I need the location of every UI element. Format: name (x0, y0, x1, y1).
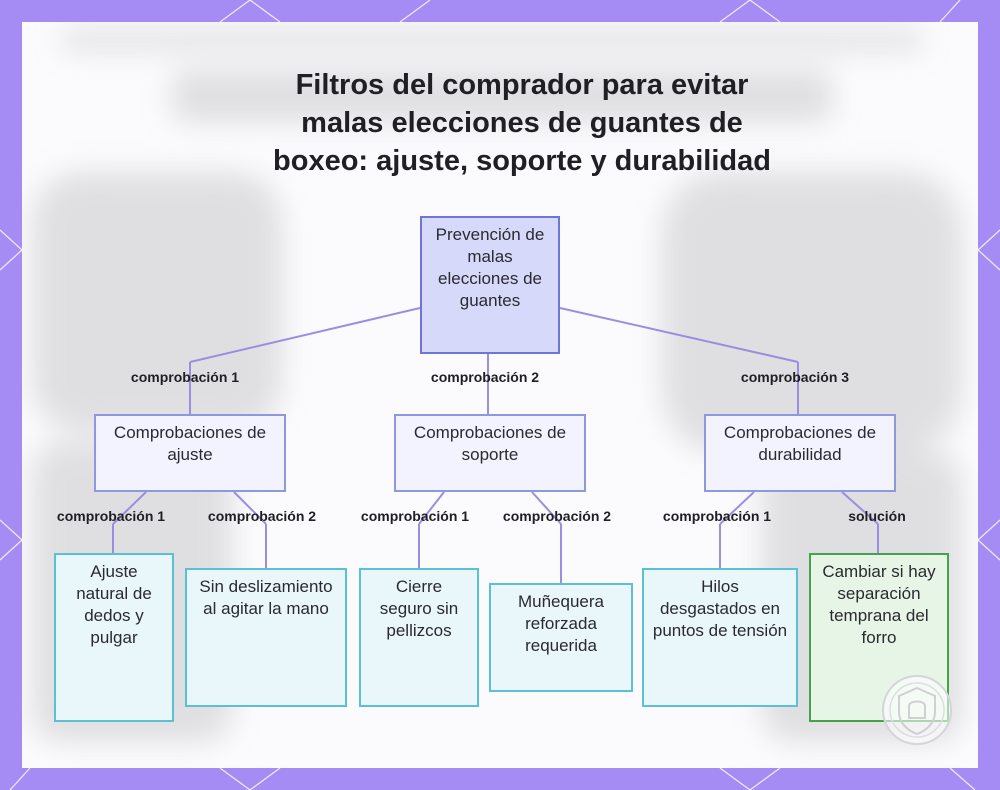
edge-label-fit-2: comprobación 2 (199, 507, 325, 525)
leaf-no-slip: Sin deslizamiento al agitar la mano (185, 568, 347, 707)
diagram-card: Filtros del comprador para evitar malas … (22, 22, 978, 768)
leaf-secure-closure-label: Cierre seguro sin pellizcos (369, 576, 469, 642)
edge-label-durability-2: solución (837, 507, 917, 525)
leaf-reinforced-wrist: Muñequera reforzada requerida (489, 583, 633, 692)
node-durability-checks: Comprobaciones de durabilidad (704, 414, 896, 492)
leaf-worn-threads: Hilos desgastados en puntos de tensión (642, 568, 798, 707)
leaf-worn-threads-label: Hilos desgastados en puntos de tensión (652, 576, 788, 642)
leaf-finger-thumb-fit: Ajuste natural de dedos y pulgar (54, 553, 174, 722)
edge-label-support-1: comprobación 1 (352, 507, 478, 525)
root-node: Prevención de malas elecciones de guante… (420, 216, 560, 354)
edge-label-branch-3: comprobación 3 (732, 368, 858, 386)
edge-root-branch-1 (190, 308, 420, 362)
edge-label-support-2: comprobación 2 (494, 507, 620, 525)
node-fit-checks: Comprobaciones de ajuste (94, 414, 286, 492)
watermark-seal-icon (879, 672, 955, 748)
leaf-replace-solution-label: Cambiar si hay separación temprana del f… (821, 561, 937, 649)
node-fit-checks-label: Comprobaciones de ajuste (102, 422, 278, 466)
edge-label-branch-2: comprobación 2 (422, 368, 548, 386)
node-durability-checks-label: Comprobaciones de durabilidad (712, 422, 888, 466)
edge-root-branch-3 (560, 308, 798, 362)
edge-label-fit-1: comprobación 1 (48, 507, 174, 525)
leaf-secure-closure: Cierre seguro sin pellizcos (359, 568, 479, 707)
node-support-checks: Comprobaciones de soporte (394, 414, 586, 492)
leaf-no-slip-label: Sin deslizamiento al agitar la mano (195, 576, 337, 620)
leaf-reinforced-wrist-label: Muñequera reforzada requerida (499, 591, 623, 657)
leaf-finger-thumb-fit-label: Ajuste natural de dedos y pulgar (64, 561, 164, 649)
node-support-checks-label: Comprobaciones de soporte (402, 422, 578, 466)
root-node-label: Prevención de malas elecciones de guante… (426, 224, 554, 312)
edge-label-durability-1: comprobación 1 (654, 507, 780, 525)
edge-label-branch-1: comprobación 1 (122, 368, 248, 386)
